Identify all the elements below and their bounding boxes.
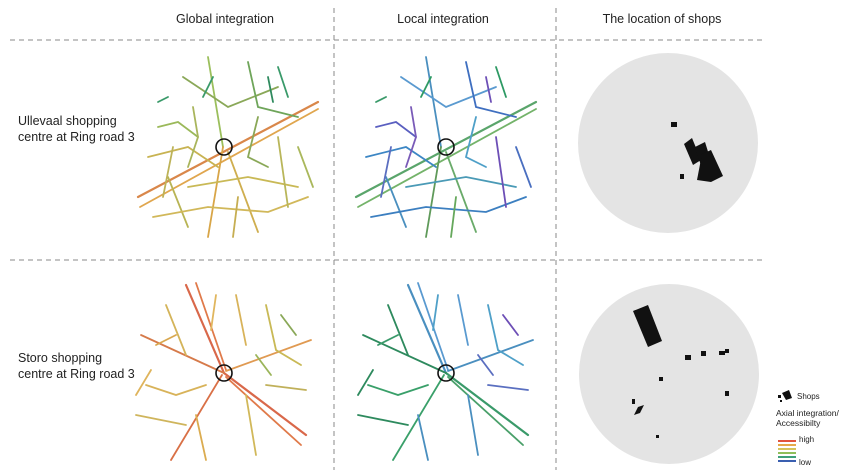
row-label-ullevaal: Ullevaal shopping centre at Ring road 3 [18, 114, 135, 144]
legend-swatch-2 [778, 444, 796, 446]
area-circle [579, 284, 759, 464]
header-location-of-shops: The location of shops [602, 12, 722, 26]
map-storo-global [135, 282, 312, 461]
shop-block [685, 355, 691, 360]
legend-shops-icon [778, 390, 792, 402]
map-storo-local [357, 282, 534, 461]
legend-swatch-high [778, 440, 796, 442]
map-storo-shops [579, 284, 759, 464]
area-circle [578, 53, 758, 233]
shop-block [701, 351, 706, 356]
legend-shops-label: Shops [797, 392, 820, 401]
map-ullevaal-global [136, 56, 320, 238]
legend-swatch-5 [778, 456, 796, 458]
legend-low-label: low [799, 458, 812, 467]
shop-block [656, 435, 659, 438]
header-local-integration: Local integration [397, 12, 489, 26]
legend-title: Axial integration/ Accessibilty [776, 408, 839, 428]
row-label-storo: Storo shopping centre at Ring road 3 [18, 351, 135, 381]
legend-swatch-4 [778, 452, 796, 454]
shop-block [697, 150, 723, 182]
legend-swatch-3 [778, 448, 796, 450]
shop-block [671, 122, 677, 127]
shop-block [725, 349, 729, 353]
shop-block [725, 391, 729, 396]
shop-block [632, 399, 635, 404]
shop-block [719, 351, 725, 355]
header-global-integration: Global integration [176, 12, 274, 26]
shop-block [680, 174, 684, 179]
shop-block [633, 305, 662, 347]
legend-high-label: high [799, 435, 815, 444]
map-ullevaal-local [354, 56, 538, 238]
shop-block [634, 405, 644, 415]
map-ullevaal-shops [578, 53, 758, 233]
shop-block [684, 138, 701, 165]
shop-block [659, 377, 663, 381]
legend-swatch-low [778, 460, 796, 462]
